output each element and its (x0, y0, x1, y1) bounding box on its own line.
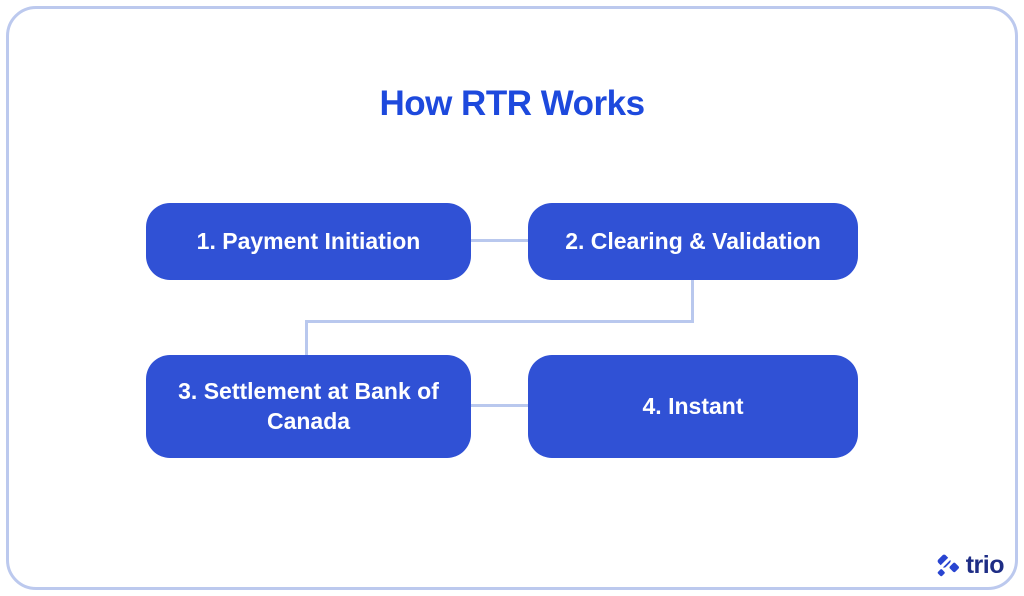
flow-node-payment-initiation: 1. Payment Initiation (146, 203, 471, 280)
connector-node3-node4 (471, 404, 528, 407)
flow-node-label: 4. Instant (642, 392, 744, 419)
trio-diamonds-icon (937, 554, 959, 577)
trio-wordmark: trio (965, 551, 1005, 579)
flow-node-label: 2. Clearing & Validation (565, 227, 821, 254)
flow-node-instant: 4. Instant (528, 355, 858, 458)
flow-node-settlement-bank-of-canada: 3. Settlement at Bank of Canada (146, 355, 471, 458)
connector-node2-node3-down (305, 323, 308, 356)
connector-node2-node3-drop (691, 280, 694, 323)
connector-node1-node2 (471, 239, 528, 242)
infographic-card (6, 6, 1018, 590)
connector-node2-node3-across (305, 320, 694, 323)
flow-node-clearing-validation: 2. Clearing & Validation (528, 203, 858, 280)
flow-node-label: 3. Settlement at Bank of Canada (178, 377, 439, 434)
flow-node-label: 1. Payment Initiation (196, 227, 421, 254)
page-title: How RTR Works (379, 84, 645, 123)
trio-logo: trio (934, 551, 1005, 580)
